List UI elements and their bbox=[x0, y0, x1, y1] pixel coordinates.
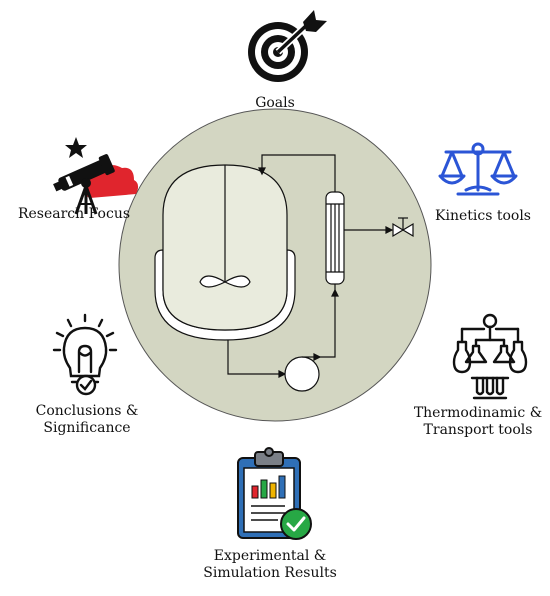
label-goals: Goals bbox=[245, 95, 305, 112]
target-icon bbox=[248, 10, 327, 82]
pump bbox=[284, 356, 320, 392]
label-experimental: Experimental & Simulation Results bbox=[180, 548, 360, 582]
reactor-schematic bbox=[154, 154, 414, 392]
label-experimental-line2: Simulation Results bbox=[203, 565, 337, 581]
label-kinetics-tools-text: Kinetics tools bbox=[435, 208, 531, 224]
valve-icon bbox=[392, 217, 414, 238]
label-thermo-line2: Transport tools bbox=[423, 422, 533, 438]
lightbulb-icon bbox=[52, 313, 118, 396]
label-research-focus-text: Research Focus bbox=[17, 206, 131, 222]
label-kinetics-tools: Kinetics tools bbox=[428, 208, 538, 225]
clipboard-chart-icon bbox=[237, 447, 312, 540]
telescope-icon bbox=[53, 137, 139, 215]
label-research-focus: Research Focus bbox=[14, 206, 134, 223]
label-conclusions-line2: Significance bbox=[43, 420, 131, 436]
label-thermo-transport: Thermodinamic & Transport tools bbox=[408, 405, 548, 439]
label-thermo-line1: Thermodinamic & bbox=[413, 405, 543, 421]
label-conclusions: Conclusions & Significance bbox=[22, 403, 152, 437]
label-goals-text: Goals bbox=[255, 95, 295, 111]
lab-flasks-icon bbox=[452, 313, 528, 400]
agitator-blade-left bbox=[199, 275, 227, 288]
agitator-blade-right bbox=[223, 275, 251, 288]
label-conclusions-line1: Conclusions & bbox=[35, 403, 139, 419]
scale-icon bbox=[438, 142, 518, 196]
label-experimental-line1: Experimental & bbox=[213, 548, 327, 564]
